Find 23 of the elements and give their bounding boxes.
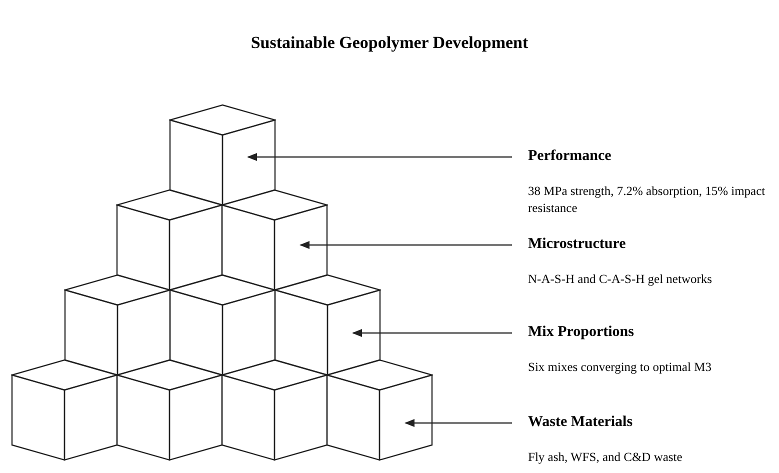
cube xyxy=(221,189,328,291)
heading: Performance xyxy=(528,147,612,165)
heading: Waste Materials xyxy=(528,413,634,431)
cube xyxy=(274,274,380,376)
cube xyxy=(116,189,223,291)
cube xyxy=(221,359,328,461)
arrow xyxy=(404,419,512,427)
description: N-A-S-H and C-A-S-H gel networks xyxy=(528,271,713,288)
arrow xyxy=(352,329,512,337)
title: Sustainable Geopolymer Development xyxy=(250,33,530,53)
description: 38 MPa strength, 7.2% absorption, 15% impact resistance xyxy=(528,183,766,217)
heading: Microstructure xyxy=(528,235,627,253)
description: Fly ash, WFS, and C&D waste xyxy=(528,449,684,466)
cube xyxy=(64,274,170,376)
cube xyxy=(116,359,223,461)
cube xyxy=(11,359,118,461)
arrow xyxy=(300,241,512,249)
cube xyxy=(168,104,276,206)
cube xyxy=(168,274,276,376)
heading: Mix Proportions xyxy=(528,323,635,341)
description: Six mixes converging to optimal M3 xyxy=(528,359,712,376)
cube xyxy=(326,359,433,461)
arrow xyxy=(247,153,512,161)
